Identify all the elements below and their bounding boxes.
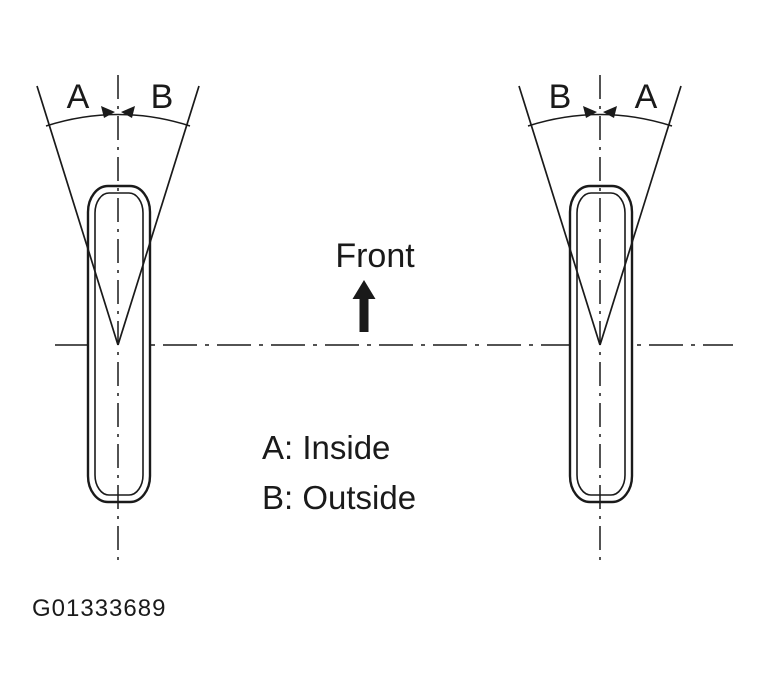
legend-b-outside: B: Outside [262,479,416,516]
left-arc-arrow-left-icon [101,106,115,118]
left-tire-tread [94,192,144,496]
right-toe-line-left [518,85,601,346]
left-toe-line-left [36,85,119,346]
right-wheel-label-left: B [549,78,572,116]
front-label: Front [335,237,415,275]
figure-id: G01333689 [32,595,166,622]
right-wheel: B A [518,75,682,563]
legend: A: Inside B: Outside [262,429,416,516]
front-up-arrow-icon [352,280,376,332]
right-angle-arc [527,113,673,127]
right-arc-arrow-right-icon [603,106,617,118]
right-tire-tread [576,192,626,496]
legend-a-inside: A: Inside [262,429,390,466]
front-indicator: Front [335,237,415,332]
right-arc-arrow-left-icon [583,106,597,118]
left-wheel-label-left: A [67,78,90,116]
left-toe-line-right [117,85,200,346]
left-arc-arrow-right-icon [121,106,135,118]
right-toe-line-right [599,85,682,346]
right-wheel-label-right: A [635,78,658,116]
left-wheel-label-right: B [151,78,174,116]
left-wheel: A B [36,75,200,563]
left-angle-arc [45,113,191,127]
